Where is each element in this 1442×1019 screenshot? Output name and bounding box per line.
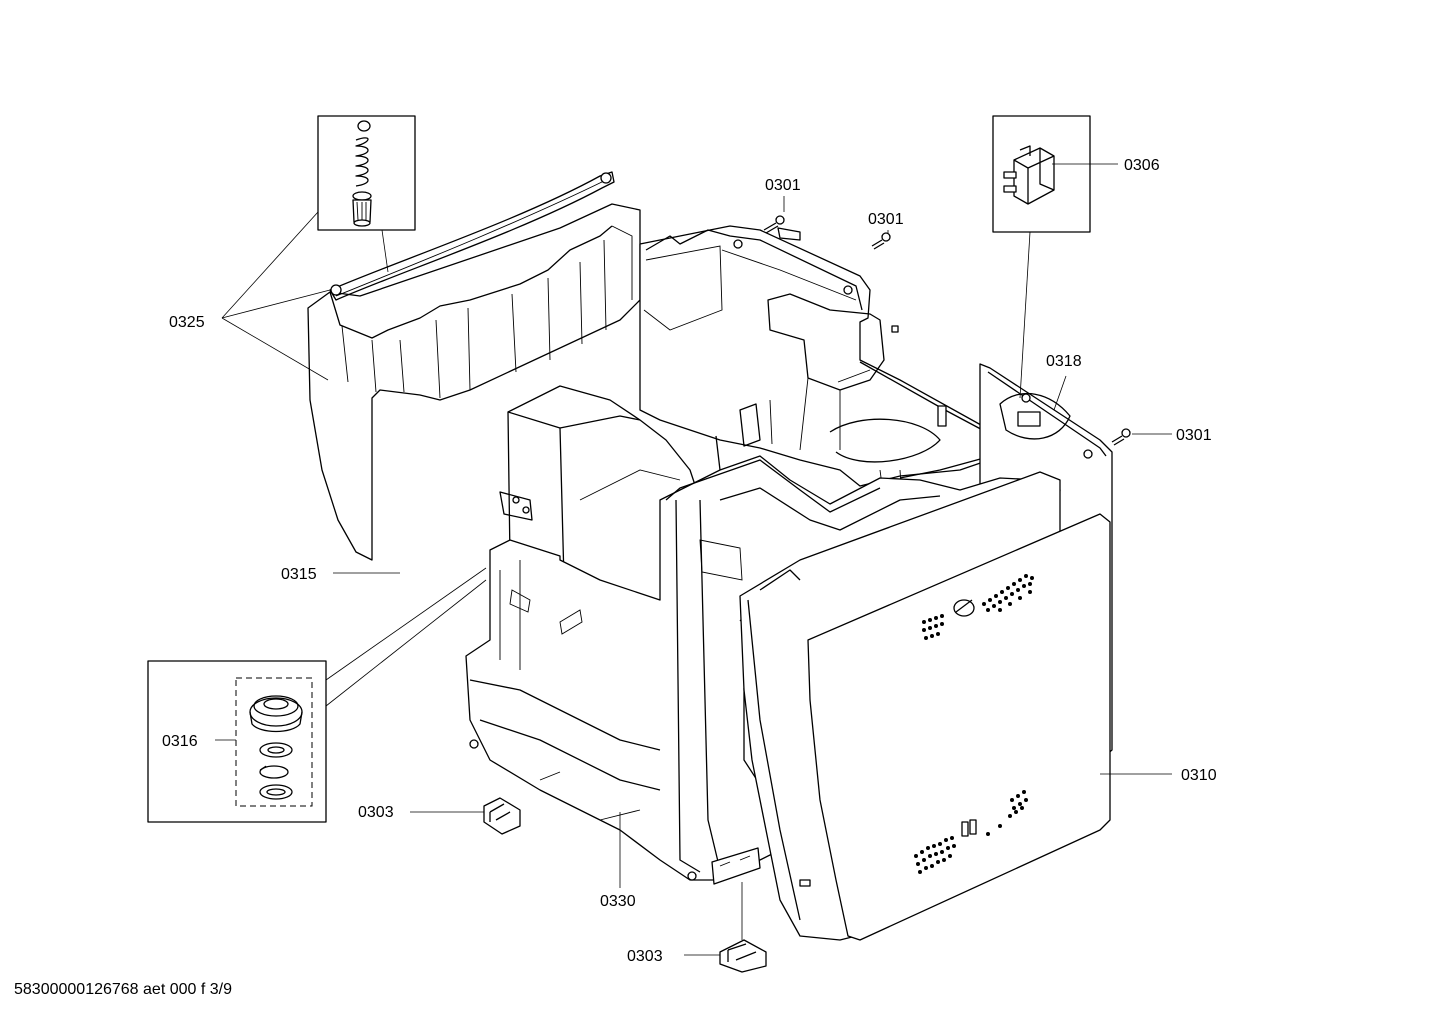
switch-inset — [992, 115, 1091, 233]
clip-0303-top — [483, 797, 521, 835]
front-panel — [739, 471, 1111, 941]
bearing-inset — [147, 660, 327, 823]
document-reference: 58300000126768 aet 000 f 3/9 — [14, 981, 232, 998]
callout-0310: 0310 — [1181, 767, 1217, 784]
screw-0301-mid — [871, 232, 891, 250]
callout-0303-bottom: 0303 — [627, 948, 663, 965]
callout-0316: 0316 — [162, 733, 198, 750]
front-panel-vents — [914, 574, 1034, 874]
callout-0303-top: 0303 — [358, 804, 394, 821]
callout-0301-right: 0301 — [1176, 427, 1212, 444]
callout-0325: 0325 — [169, 314, 205, 331]
leader-lines — [215, 163, 1172, 956]
left-side-panel — [307, 171, 641, 561]
callout-0315: 0315 — [281, 566, 317, 583]
callout-0301-mid: 0301 — [868, 211, 904, 228]
screw-0301-top — [763, 215, 785, 234]
callout-0330: 0330 — [600, 893, 636, 910]
callout-0318: 0318 — [1046, 353, 1082, 370]
spring-valve-inset — [317, 115, 416, 231]
callout-0306: 0306 — [1124, 157, 1160, 174]
clip-0303-bottom — [719, 939, 767, 973]
screw-0301-right — [1111, 428, 1131, 446]
callout-0301-top: 0301 — [765, 177, 801, 194]
callout-labels: 0325 0301 0301 0306 0318 0301 0315 0316 … — [162, 157, 1217, 965]
rear-frame — [639, 225, 996, 501]
